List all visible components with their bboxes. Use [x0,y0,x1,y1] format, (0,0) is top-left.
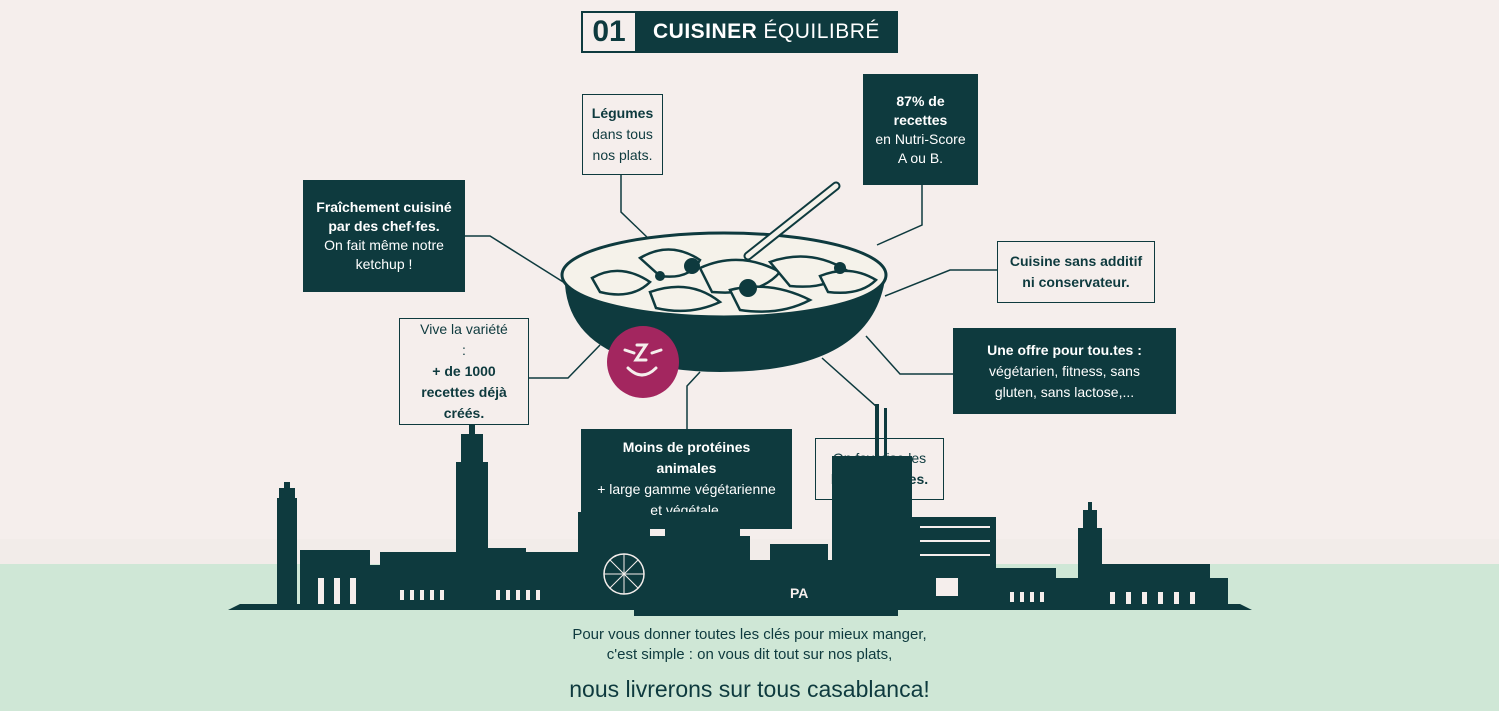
callout-nutriscore-text: en Nutri-Score A ou B. [875,130,966,166]
skyline-sign: PA [790,585,808,601]
footer-line-1: Pour vous donner toutes les clés pour mi… [572,626,927,643]
callout-offre-text: végétarien, fitness, sans gluten, sans l… [989,362,1140,400]
callout-legumes-text: dans tous nos plats. [592,126,653,163]
section-label-bold: CUISINER [653,20,758,43]
callout-variete: Vive la variété : + de 1000 recettes déj… [399,318,529,425]
footer-paragraph: Pour vous donner toutes les clés pour mi… [0,625,1499,665]
callout-legumes-bold: Légumes [591,105,654,121]
callout-offre: Une offre pour tou.tes : végétarien, fit… [953,328,1176,414]
callout-additif-bold: Cuisine sans additif ni conservateur. [1009,253,1143,290]
callout-fraichement-text: On fait même notre ketchup ! [324,237,444,272]
callout-legumes: Légumes dans tous nos plats. [582,94,663,175]
callout-proteines-bold: Moins de protéines animales [622,439,751,476]
callout-nutriscore: 87% de recettes en Nutri-Score A ou B. [863,74,978,185]
section-number: 01 [583,13,637,51]
footer-line-2: c'est simple : on vous dit tout sur nos … [606,646,893,663]
callout-offre-bold: Une offre pour tou.tes : [987,341,1142,358]
callout-fraichement: Fraîchement cuisiné par des chef·fes. On… [303,180,465,292]
footer-headline: nous livrerons sur tous casablanca! [569,676,930,702]
callout-variete-text: Vive la variété : [420,321,508,358]
section-title: 01 CUISINER ÉQUILIBRÉ [581,11,898,53]
section-label-light: ÉQUILIBRÉ [763,20,880,43]
section-label: CUISINER ÉQUILIBRÉ [637,13,896,51]
callout-additif: Cuisine sans additif ni conservateur. [997,241,1155,303]
callout-nutriscore-bold: 87% de recettes [893,92,948,128]
callout-variete-bold: + de 1000 recettes déjà créés. [421,363,507,421]
callout-fraichement-bold: Fraîchement cuisiné par des chef·fes. [316,199,452,234]
